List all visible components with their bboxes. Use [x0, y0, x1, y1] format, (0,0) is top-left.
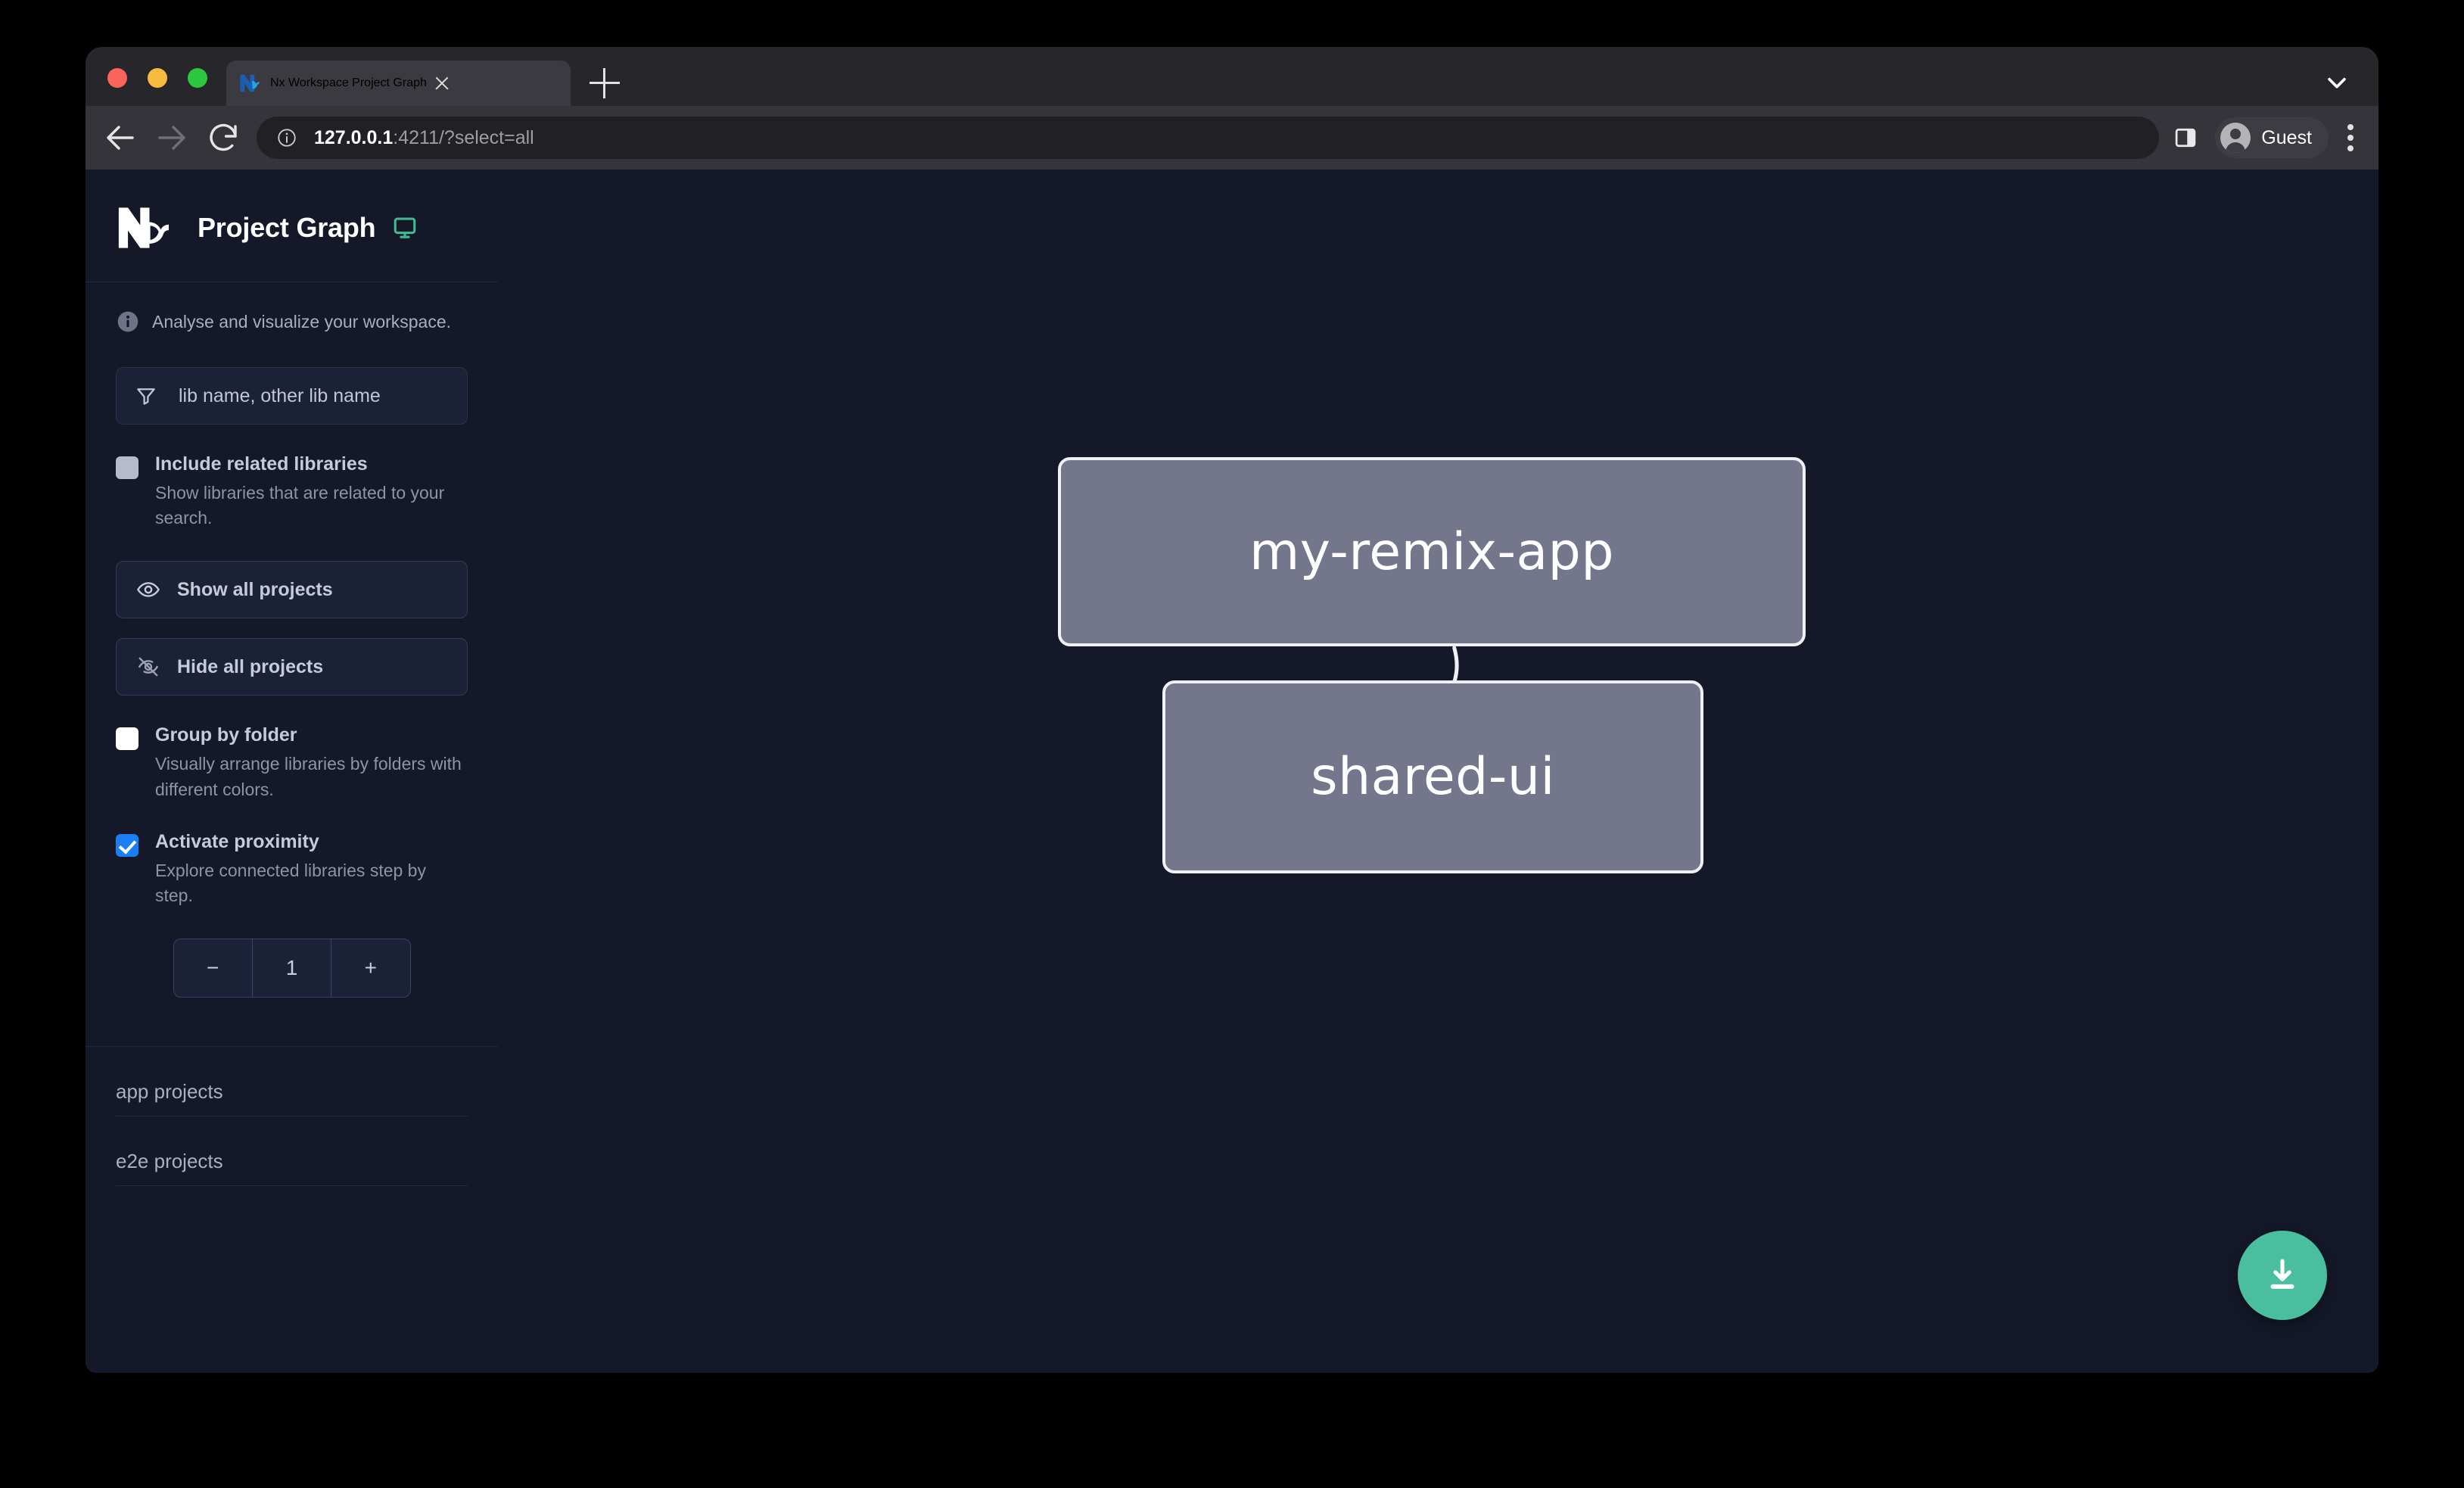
sidebar-header: Project Graph	[86, 170, 498, 282]
proximity-value: 1	[251, 939, 331, 998]
graph-node-label: shared-ui	[1311, 747, 1555, 807]
chevron-down-icon[interactable]	[2324, 70, 2350, 95]
browser-toolbar: 127.0.0.1:4211/?select=all Guest	[86, 106, 2378, 170]
checkbox-group-by-folder[interactable]	[116, 727, 138, 751]
close-icon[interactable]	[431, 73, 453, 94]
show-all-projects-label: Show all projects	[177, 578, 333, 600]
three-dot-menu-icon[interactable]	[2339, 123, 2362, 153]
sidebar-divider	[86, 1046, 498, 1048]
show-all-projects-button[interactable]: Show all projects	[116, 561, 468, 619]
sidebar-item-app-projects[interactable]: app projects	[116, 1047, 468, 1117]
hide-all-projects-button[interactable]: Hide all projects	[116, 638, 468, 696]
browser-tab-strip: Nx Workspace Project Graph	[86, 47, 2378, 106]
option-include-related-libraries[interactable]: Include related libraries Show libraries…	[86, 453, 498, 531]
download-button[interactable]	[2238, 1231, 2327, 1320]
option-description: Show libraries that are related to your …	[155, 482, 445, 528]
filter-field[interactable]	[116, 367, 468, 425]
sidebar-item-label: e2e projects	[116, 1150, 223, 1173]
nx-logo-icon	[116, 206, 178, 250]
arrow-left-icon[interactable]	[102, 120, 138, 156]
profile-chip[interactable]: Guest	[2215, 117, 2329, 158]
graph-node-label: my-remix-app	[1249, 521, 1615, 582]
browser-tab-title: Nx Workspace Project Graph	[270, 76, 427, 89]
eye-icon	[136, 577, 160, 602]
close-window-button[interactable]	[107, 68, 127, 88]
funnel-filter-icon	[135, 384, 157, 407]
search-input[interactable]	[177, 384, 449, 408]
address-bar[interactable]: 127.0.0.1:4211/?select=all	[257, 117, 2160, 159]
side-panel-icon[interactable]	[2173, 125, 2198, 151]
checkbox-activate-proximity[interactable]	[116, 833, 138, 857]
browser-tab[interactable]: Nx Workspace Project Graph	[226, 61, 571, 106]
account-avatar-icon	[2220, 123, 2251, 153]
option-description: Visually arrange libraries by folders wi…	[155, 754, 462, 799]
profile-name: Guest	[2261, 126, 2312, 148]
window-controls	[107, 68, 207, 88]
page-title: Project Graph	[198, 212, 376, 243]
graph-node-shared-ui[interactable]: shared-ui	[1162, 680, 1703, 873]
sidebar: Project Graph Analyse and visual	[86, 170, 498, 1373]
nx-favicon-icon	[238, 72, 261, 95]
arrow-right-icon	[154, 120, 190, 156]
proximity-stepper[interactable]: − 1 +	[173, 939, 411, 998]
proximity-decrement-button[interactable]: −	[206, 956, 219, 980]
plus-icon[interactable]	[590, 68, 620, 98]
url-path: :4211/?select=all	[393, 126, 534, 148]
proximity-increment-button[interactable]: +	[331, 939, 409, 998]
sidebar-item-e2e-projects[interactable]: e2e projects	[116, 1116, 468, 1187]
option-group-by-folder[interactable]: Group by folder Visually arrange librari…	[86, 724, 498, 802]
browser-window: Nx Workspace Project Graph	[86, 47, 2378, 1373]
monitor-icon[interactable]	[392, 215, 418, 241]
option-activate-proximity[interactable]: Activate proximity Explore connected lib…	[86, 831, 498, 908]
maximize-window-button[interactable]	[188, 68, 207, 88]
url-host: 127.0.0.1	[314, 126, 394, 148]
option-description: Explore connected libraries step by step…	[155, 860, 426, 905]
option-label: Activate proximity	[155, 830, 319, 852]
minimize-window-button[interactable]	[148, 68, 167, 88]
info-circle-icon	[116, 310, 140, 334]
sidebar-subtitle: Analyse and visualize your workspace.	[86, 282, 498, 334]
page-content: Project Graph Analyse and visual	[86, 170, 2378, 1373]
project-graph-canvas[interactable]: my-remix-app shared-ui	[498, 170, 2378, 1373]
download-icon	[2270, 1259, 2294, 1289]
option-label: Group by folder	[155, 724, 297, 746]
eye-off-icon	[136, 655, 160, 679]
sidebar-item-label: app projects	[116, 1080, 223, 1104]
reload-icon[interactable]	[205, 120, 241, 156]
info-circle-icon[interactable]	[276, 127, 297, 148]
checkbox-include-related-libraries[interactable]	[116, 456, 138, 479]
sidebar-subtitle-text: Analyse and visualize your workspace.	[152, 311, 452, 332]
hide-all-projects-label: Hide all projects	[177, 655, 324, 677]
address-bar-url: 127.0.0.1:4211/?select=all	[314, 127, 534, 149]
option-label: Include related libraries	[155, 453, 368, 475]
graph-node-my-remix-app[interactable]: my-remix-app	[1058, 457, 1806, 646]
